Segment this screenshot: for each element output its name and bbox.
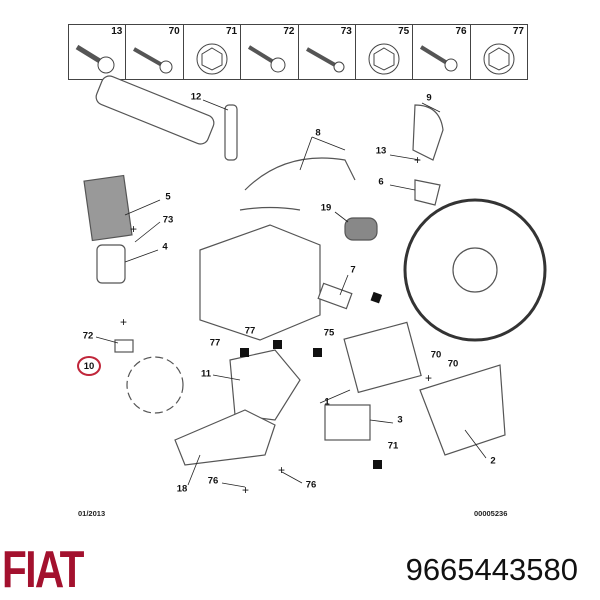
svg-text:+: + [425,371,432,385]
callout-label: 1 [324,396,330,408]
part-number: 9665443580 [405,552,578,587]
relay-3-icon [324,404,371,441]
callout-label: 8 [315,127,321,139]
pump-icon [229,349,301,421]
hardware-number: 72 [283,26,295,37]
callout-label: 76 [207,475,219,487]
highlighted-callout-10: 10 [77,356,101,376]
exploded-view-drawing: + + + + + + [83,75,547,497]
callout-label: 77 [209,337,221,349]
injector-icon [224,104,238,161]
callout-label: 76 [305,479,317,491]
hardware-number: 73 [340,26,352,37]
diagram-reference: 00005236 [474,509,508,518]
thermostat-housing-icon [412,104,444,161]
flange-nut-icon [368,43,400,75]
callout-label: 9 [426,92,432,104]
svg-text:+: + [120,315,127,329]
hardware-number: 75 [398,26,410,37]
sensor-6-icon [414,179,441,206]
hardware-strip: 13 70 71 72 73 75 76 77 [68,24,528,80]
callout-label: 18 [176,483,188,495]
bolt-icon [305,47,344,73]
callout-label: 6 [378,176,384,188]
bolt-icon [133,47,173,74]
bracket-2-icon [419,364,506,456]
engine-block-icon [199,224,321,341]
hardware-number: 71 [226,26,238,37]
target-wheel-icon [126,356,184,414]
callout-label: 3 [397,414,403,426]
bolt-icon [248,45,286,73]
sensor-icon [96,244,126,284]
hardware-number: 70 [168,26,180,37]
sensor-10-icon [114,339,134,353]
hardware-number: 13 [111,26,123,37]
fiat-logo: FIAT [2,541,84,599]
callout-label: 7 [350,264,356,276]
sensor-19-icon [344,217,378,241]
callout-label: 77 [244,325,256,337]
hardware-cell: 77 [471,25,527,79]
callout-label: 12 [190,91,202,103]
hardware-number: 76 [455,26,467,37]
flange-nut-icon [483,43,515,75]
leader-lines [95,99,487,488]
hardware-cell: 76 [413,25,471,79]
hardware-cell: 13 [69,25,127,79]
callout-label: 71 [387,440,399,452]
svg-text:+: + [130,222,137,236]
callout-label: 75 [323,327,335,339]
bolt-icon [420,45,458,72]
diagram-date: 01/2013 [78,509,106,518]
pipe-icon [244,157,356,191]
callout-label: 13 [375,145,387,157]
ecu-icon [343,321,422,394]
callout-label: 72 [82,330,94,342]
svg-text:+: + [278,463,285,477]
hardware-cell: 72 [241,25,299,79]
svg-text:+: + [242,483,249,497]
callout-label: 11 [200,368,212,380]
callout-label: 19 [320,202,332,214]
sensor-7-icon [317,282,353,310]
bracket-18-icon [174,409,276,466]
hardware-cell: 71 [184,25,242,79]
callout-label: 70 [447,358,459,370]
svg-text:+: + [414,153,421,167]
callout-label: 4 [162,241,168,253]
callout-label: 70 [430,349,442,361]
callout-label: 73 [162,214,174,226]
hardware-cell: 75 [356,25,414,79]
hardware-cell: 73 [299,25,356,79]
fastener-markers: + + + + + + [120,153,432,497]
flange-nut-icon [196,43,228,75]
callout-label: 5 [165,191,171,203]
bolt-icon [75,44,115,74]
hardware-number: 77 [512,26,524,37]
hardware-cell: 70 [126,25,184,79]
fuel-rail-icon [95,75,215,145]
callout-label: 2 [490,455,496,467]
filter-element-icon [83,174,133,242]
